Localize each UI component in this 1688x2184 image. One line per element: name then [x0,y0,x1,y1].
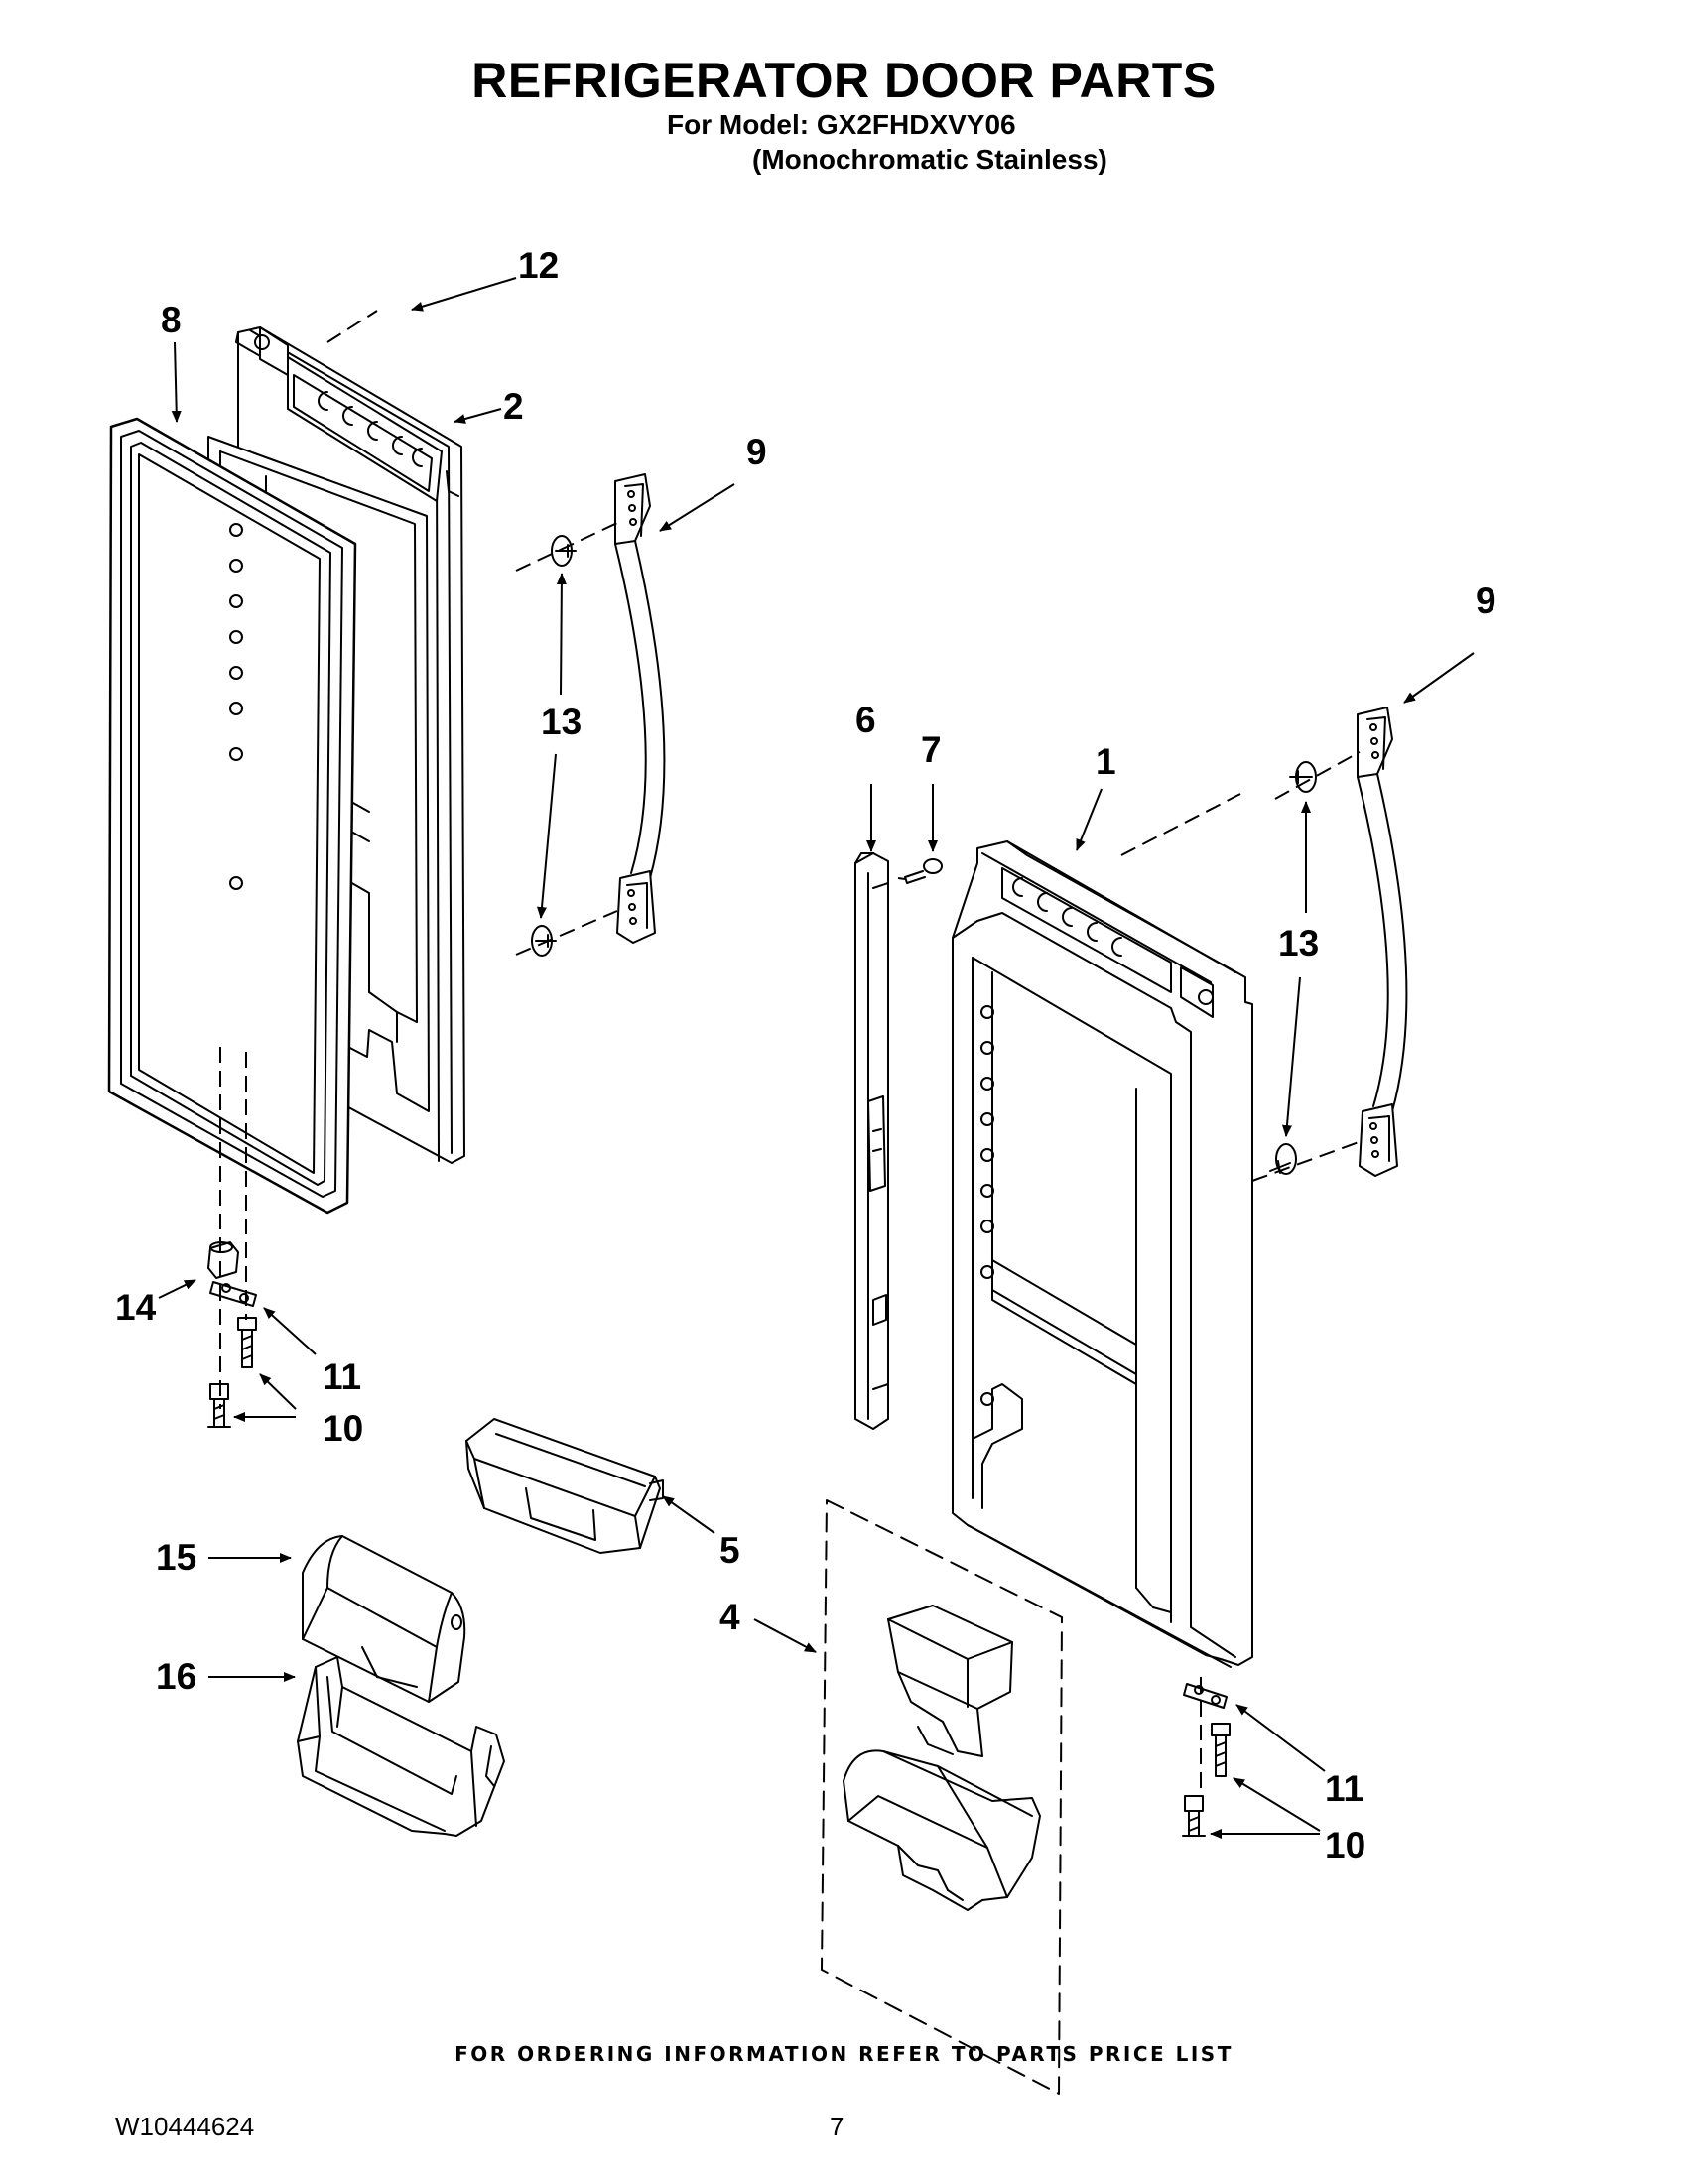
callout-13-right: 13 [1278,923,1319,964]
center-mullion [854,852,889,1430]
right-liner-shelf-studs [980,1005,994,1406]
callout-9-left: 9 [746,432,767,472]
dairy-door-bin [297,1656,505,1837]
mullion-screw-line [897,877,906,880]
callout-16: 16 [156,1656,196,1697]
callout-15: 15 [156,1537,196,1578]
callout-11-left: 11 [323,1356,361,1397]
right-handle-screw-lower [1269,1143,1297,1175]
leader-13a-up [556,573,567,696]
left-hinge-screw-a [237,1317,257,1368]
right-handle [1357,707,1408,1177]
leader-13b-down [1281,976,1301,1137]
caddy-upper-basket [887,1605,1013,1757]
leader-5 [662,1495,715,1534]
right-hinge-screw-a [1211,1723,1231,1777]
liner-top-line [326,310,378,343]
leader-4 [753,1618,817,1653]
page-number: 7 [830,2112,844,2141]
callout-2: 2 [503,386,524,427]
leader-9a [659,483,735,532]
leader-13a-down [537,753,557,919]
callout-9-right: 9 [1476,580,1496,621]
callout-6: 6 [855,700,876,740]
callout-10-left: 10 [323,1408,363,1449]
callout-14: 14 [115,1287,157,1328]
callout-5: 5 [719,1530,740,1571]
right-handle-screw-upper [1289,761,1317,793]
dairy-door-cover [302,1535,466,1703]
leader-11a [263,1307,317,1355]
leader-1 [1076,788,1103,851]
left-hinge-plate [209,1281,257,1307]
caddy-lower-tray [843,1749,1041,1911]
handle-mount-line-upper-left [515,522,618,572]
callout-10-right: 10 [1325,1825,1365,1865]
leader-9b [1403,652,1475,704]
right-hinge-plate [1183,1683,1228,1709]
caddy-assembly-boundary [821,1499,1063,2095]
callout-1: 1 [1096,741,1116,782]
finish-line: (Monochromatic Stainless) [752,144,1107,175]
leader-10a-1 [259,1373,297,1410]
leader-2 [454,408,502,424]
document-number: W10444624 [115,2112,255,2141]
right-door-liner [952,840,1253,1668]
leader-11b [1235,1704,1326,1772]
callout-4: 4 [719,1597,740,1637]
mullion-screw [904,858,943,884]
leader-12 [411,277,517,312]
handle-mount-line-lower-left [515,910,618,956]
page-title: REFRIGERATOR DOOR PARTS [471,53,1217,108]
callout-12: 12 [518,245,559,286]
callout-8: 8 [161,300,182,340]
liner-to-cap-line [1120,793,1241,856]
leader-10b-1 [1233,1777,1321,1832]
model-line: For Model: GX2FHDXVY06 [667,109,1016,140]
left-liner-shelf-studs [229,523,243,890]
handle-mount-line-upper-right [1274,751,1361,800]
leader-8 [171,341,182,423]
leader-14 [158,1279,196,1299]
handle-mount-line-lower-right [1251,1140,1363,1182]
callout-11-right: 11 [1325,1768,1363,1809]
left-handle-screw-upper [551,535,577,567]
left-handle-screw-lower [531,925,557,957]
left-door-gasket [107,417,357,1215]
right-hinge-screw-b [1182,1795,1206,1837]
left-handle [614,473,666,944]
ordering-note: FOR ORDERING INFORMATION REFER TO PARTS … [454,2042,1234,2066]
door-bin [465,1418,664,1554]
callout-13-left: 13 [541,702,582,742]
left-hinge-pin [207,1241,239,1279]
callout-7: 7 [921,729,942,770]
